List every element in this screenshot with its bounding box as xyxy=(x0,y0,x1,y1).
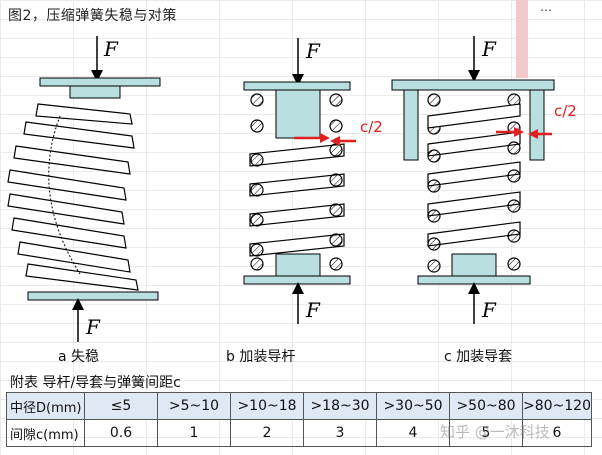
caption-b: b 加装导杆 xyxy=(226,349,296,365)
caption-c: c 加装导套 xyxy=(444,349,513,365)
figure-title: 图2，压缩弹簧失稳与对策 xyxy=(8,8,177,24)
diameter-row: 中径D(mm) ≤5 >5~10 >10~18 >18~30 >30~50 >5… xyxy=(6,392,592,420)
diameter-cell: >30~50 xyxy=(376,392,450,420)
spring-with-guide-rod: F F xyxy=(243,38,383,324)
clearance-row: 间隙c(mm) 0.6 1 2 3 4 5 6 xyxy=(6,419,592,447)
clearance-cell: 5 xyxy=(449,419,523,447)
diameter-cell: >5~10 xyxy=(157,392,231,420)
table-title: 附表 导杆/导套与弹簧间距c xyxy=(10,375,181,391)
diameter-cell: >50~80 xyxy=(449,392,523,420)
clearance-cell: 3 xyxy=(303,419,377,447)
spring-with-guide-sleeve: F xyxy=(391,36,577,324)
force-label-c-top: F xyxy=(481,37,497,61)
force-label-top: F xyxy=(103,37,119,61)
clearance-cell: 0.6 xyxy=(84,419,158,447)
cell-text-fragment: … xyxy=(540,0,552,14)
clearance-label-c: c/2 xyxy=(554,102,577,120)
clearance-cell: 4 xyxy=(376,419,450,447)
watermark-text: 知乎 @一沐科技 xyxy=(440,423,550,441)
spacing-table: 中径D(mm) ≤5 >5~10 >10~18 >18~30 >30~50 >5… xyxy=(6,392,592,447)
pink-cell-highlight xyxy=(516,0,528,78)
spring-buckling-drawing: F F F xyxy=(7,36,577,342)
clearance-cell: 1 xyxy=(157,419,231,447)
spring-buckled: F F xyxy=(7,36,161,342)
clearance-label-b: c/2 xyxy=(360,118,383,136)
force-label-bottom: F xyxy=(85,315,101,339)
diameter-cell: >18~30 xyxy=(303,392,377,420)
row-header-diameter: 中径D(mm) xyxy=(6,392,85,420)
force-label-b-bottom: F xyxy=(305,298,321,322)
clearance-cell: 2 xyxy=(230,419,304,447)
row-header-clearance: 间隙c(mm) xyxy=(6,419,85,447)
caption-a: a 失稳 xyxy=(58,349,100,365)
force-label-b-top: F xyxy=(305,39,321,63)
diameter-cell: >10~18 xyxy=(230,392,304,420)
force-label-c-bottom: F xyxy=(481,298,497,322)
diameter-cell: ≤5 xyxy=(84,392,158,420)
clearance-cell: 6 xyxy=(522,419,592,447)
diameter-cell: >80~120 xyxy=(522,392,592,420)
